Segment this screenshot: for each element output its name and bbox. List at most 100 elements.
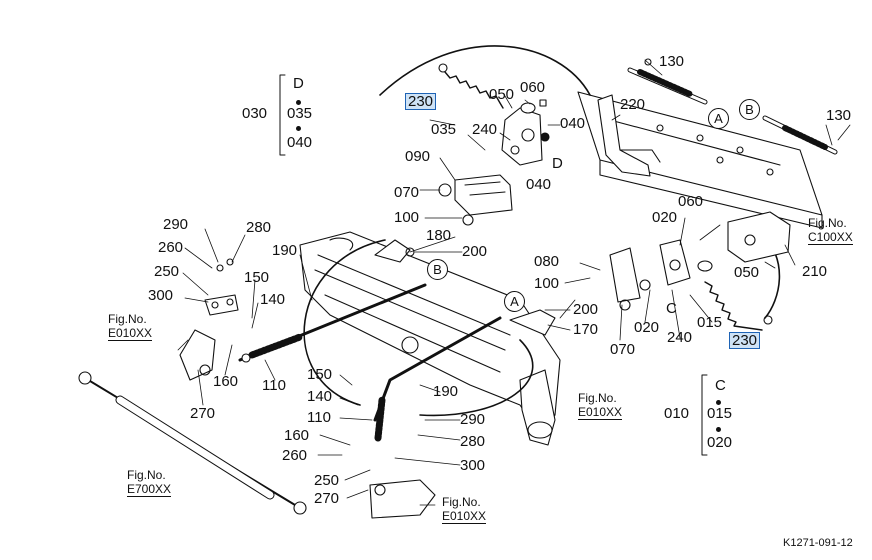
kit-c-letter: C xyxy=(715,377,726,394)
part-label-050-upper: 050 xyxy=(489,86,515,103)
part-label-140-left: 140 xyxy=(260,291,286,308)
part-label-260-lower: 260 xyxy=(282,447,308,464)
part-label-110-left: 110 xyxy=(262,377,286,394)
part-label-090: 090 xyxy=(405,148,431,165)
kit-c-code-2: 015 xyxy=(707,405,733,422)
callout-c: C xyxy=(666,300,677,317)
part-label-180: 180 xyxy=(426,227,452,244)
part-label-100-lower: 100 xyxy=(534,275,560,292)
lever-upper xyxy=(501,99,550,166)
bracket-180 xyxy=(374,239,415,263)
fig-ref-e010-mid: Fig.No. E010XX xyxy=(578,391,623,420)
part-label-070-upper: 070 xyxy=(394,184,420,201)
kit-c-code-1: 010 xyxy=(664,405,690,422)
mounting-plate xyxy=(577,91,823,229)
part-label-270-lower: 270 xyxy=(314,490,340,507)
tie-rod xyxy=(78,329,307,515)
kit-d-dot-2 xyxy=(296,126,301,131)
part-label-150-lower: 150 xyxy=(307,366,333,383)
part-label-230-lower: 230 xyxy=(729,332,761,349)
part-label-130-right: 130 xyxy=(826,107,852,124)
rod-130-right xyxy=(762,115,838,155)
callout-d: D xyxy=(552,155,563,172)
part-label-300-lower: 300 xyxy=(460,457,486,474)
kit-brackets xyxy=(279,74,708,456)
kit-d: D 030 035 040 xyxy=(242,76,322,156)
kit-c-code-3: 020 xyxy=(707,434,733,451)
part-label-080: 080 xyxy=(534,253,560,270)
part-label-015: 015 xyxy=(697,314,723,331)
part-label-220: 220 xyxy=(620,96,646,113)
kit-d-letter: D xyxy=(293,75,304,92)
kit-d-code-1: 030 xyxy=(242,105,268,122)
part-label-060-upper: 060 xyxy=(520,79,546,96)
part-label-250-left: 250 xyxy=(154,263,180,280)
arc-lower xyxy=(419,339,534,417)
fig-ref-c100: Fig.No. C100XX xyxy=(808,216,853,245)
part-label-250-lower: 250 xyxy=(314,472,340,489)
bracket-170 xyxy=(509,309,556,336)
arc-upper xyxy=(379,45,591,96)
kit-d-code-2: 035 xyxy=(287,105,313,122)
part-label-210: 210 xyxy=(802,263,828,280)
link-plate xyxy=(204,258,239,316)
kit-d-dot-1 xyxy=(296,100,301,105)
spring-230-lower xyxy=(704,281,773,331)
part-label-140-lower: 140 xyxy=(307,388,333,405)
kit-c-dot-1 xyxy=(716,400,721,405)
fig-ref-c100-line2: C100XX xyxy=(808,230,853,245)
part-label-200-lower: 200 xyxy=(573,301,599,318)
rod-110-a xyxy=(373,316,502,442)
callout-b-lower: B xyxy=(427,259,448,280)
fig-ref-e700-line2: E700XX xyxy=(127,482,172,497)
part-label-170: 170 xyxy=(573,321,599,338)
bracket-220 xyxy=(597,94,661,177)
rod-110-b xyxy=(238,283,427,363)
part-label-200-upper: 200 xyxy=(462,243,488,260)
part-label-230-upper: 230 xyxy=(405,93,437,110)
part-label-020-upper: 020 xyxy=(652,209,678,226)
fig-ref-e010-bottom: Fig.No. E010XX xyxy=(442,495,487,524)
part-label-100-upper: 100 xyxy=(394,209,420,226)
part-label-020-lower: 020 xyxy=(634,319,660,336)
part-label-240-upper: 240 xyxy=(472,121,498,138)
fig-ref-e700: Fig.No. E700XX xyxy=(127,468,172,497)
kit-c: C 010 015 020 xyxy=(664,378,744,458)
callout-a-upper: A xyxy=(708,108,729,129)
bracket-210 xyxy=(727,211,791,263)
part-label-150-left: 150 xyxy=(244,269,270,286)
part-label-110-lower: 110 xyxy=(307,409,331,426)
fig-ref-e010-left-line1: Fig.No. xyxy=(108,312,147,326)
callout-a-lower: A xyxy=(504,291,525,312)
knuckle-arm-lower xyxy=(369,479,436,519)
fig-ref-e010-mid-line2: E010XX xyxy=(578,405,623,420)
fig-ref-e010-left: Fig.No. E010XX xyxy=(108,312,153,341)
part-label-050-lower: 050 xyxy=(734,264,760,281)
part-label-280-left: 280 xyxy=(246,219,272,236)
fig-ref-e700-line1: Fig.No. xyxy=(127,468,166,482)
part-label-190-lower: 190 xyxy=(433,383,459,400)
part-label-130-upper: 130 xyxy=(659,53,685,70)
fig-ref-c100-line1: Fig.No. xyxy=(808,216,847,230)
arc-left xyxy=(303,239,386,406)
part-label-260-left: 260 xyxy=(158,239,184,256)
fig-ref-e010-left-line2: E010XX xyxy=(108,326,153,341)
part-label-160-lower: 160 xyxy=(284,427,310,444)
fig-ref-e010-bottom-line1: Fig.No. xyxy=(442,495,481,509)
part-label-290-lower: 290 xyxy=(460,411,486,428)
spring-230-upper xyxy=(438,63,504,109)
part-label-290-left: 290 xyxy=(163,216,189,233)
part-label-280-lower: 280 xyxy=(460,433,486,450)
callout-b-upper: B xyxy=(739,99,760,120)
kit-c-dot-2 xyxy=(716,427,721,432)
fig-ref-e010-bottom-line2: E010XX xyxy=(442,509,487,524)
rod-130-upper xyxy=(627,58,708,105)
part-label-190-upper: 190 xyxy=(272,242,298,259)
part-label-270-left: 270 xyxy=(190,405,216,422)
part-label-040-upper: 040 xyxy=(560,115,586,132)
part-label-040-lower: 040 xyxy=(526,176,552,193)
part-label-035: 035 xyxy=(431,121,457,138)
kit-d-code-3: 040 xyxy=(287,134,313,151)
part-label-240-lower: 240 xyxy=(667,329,693,346)
